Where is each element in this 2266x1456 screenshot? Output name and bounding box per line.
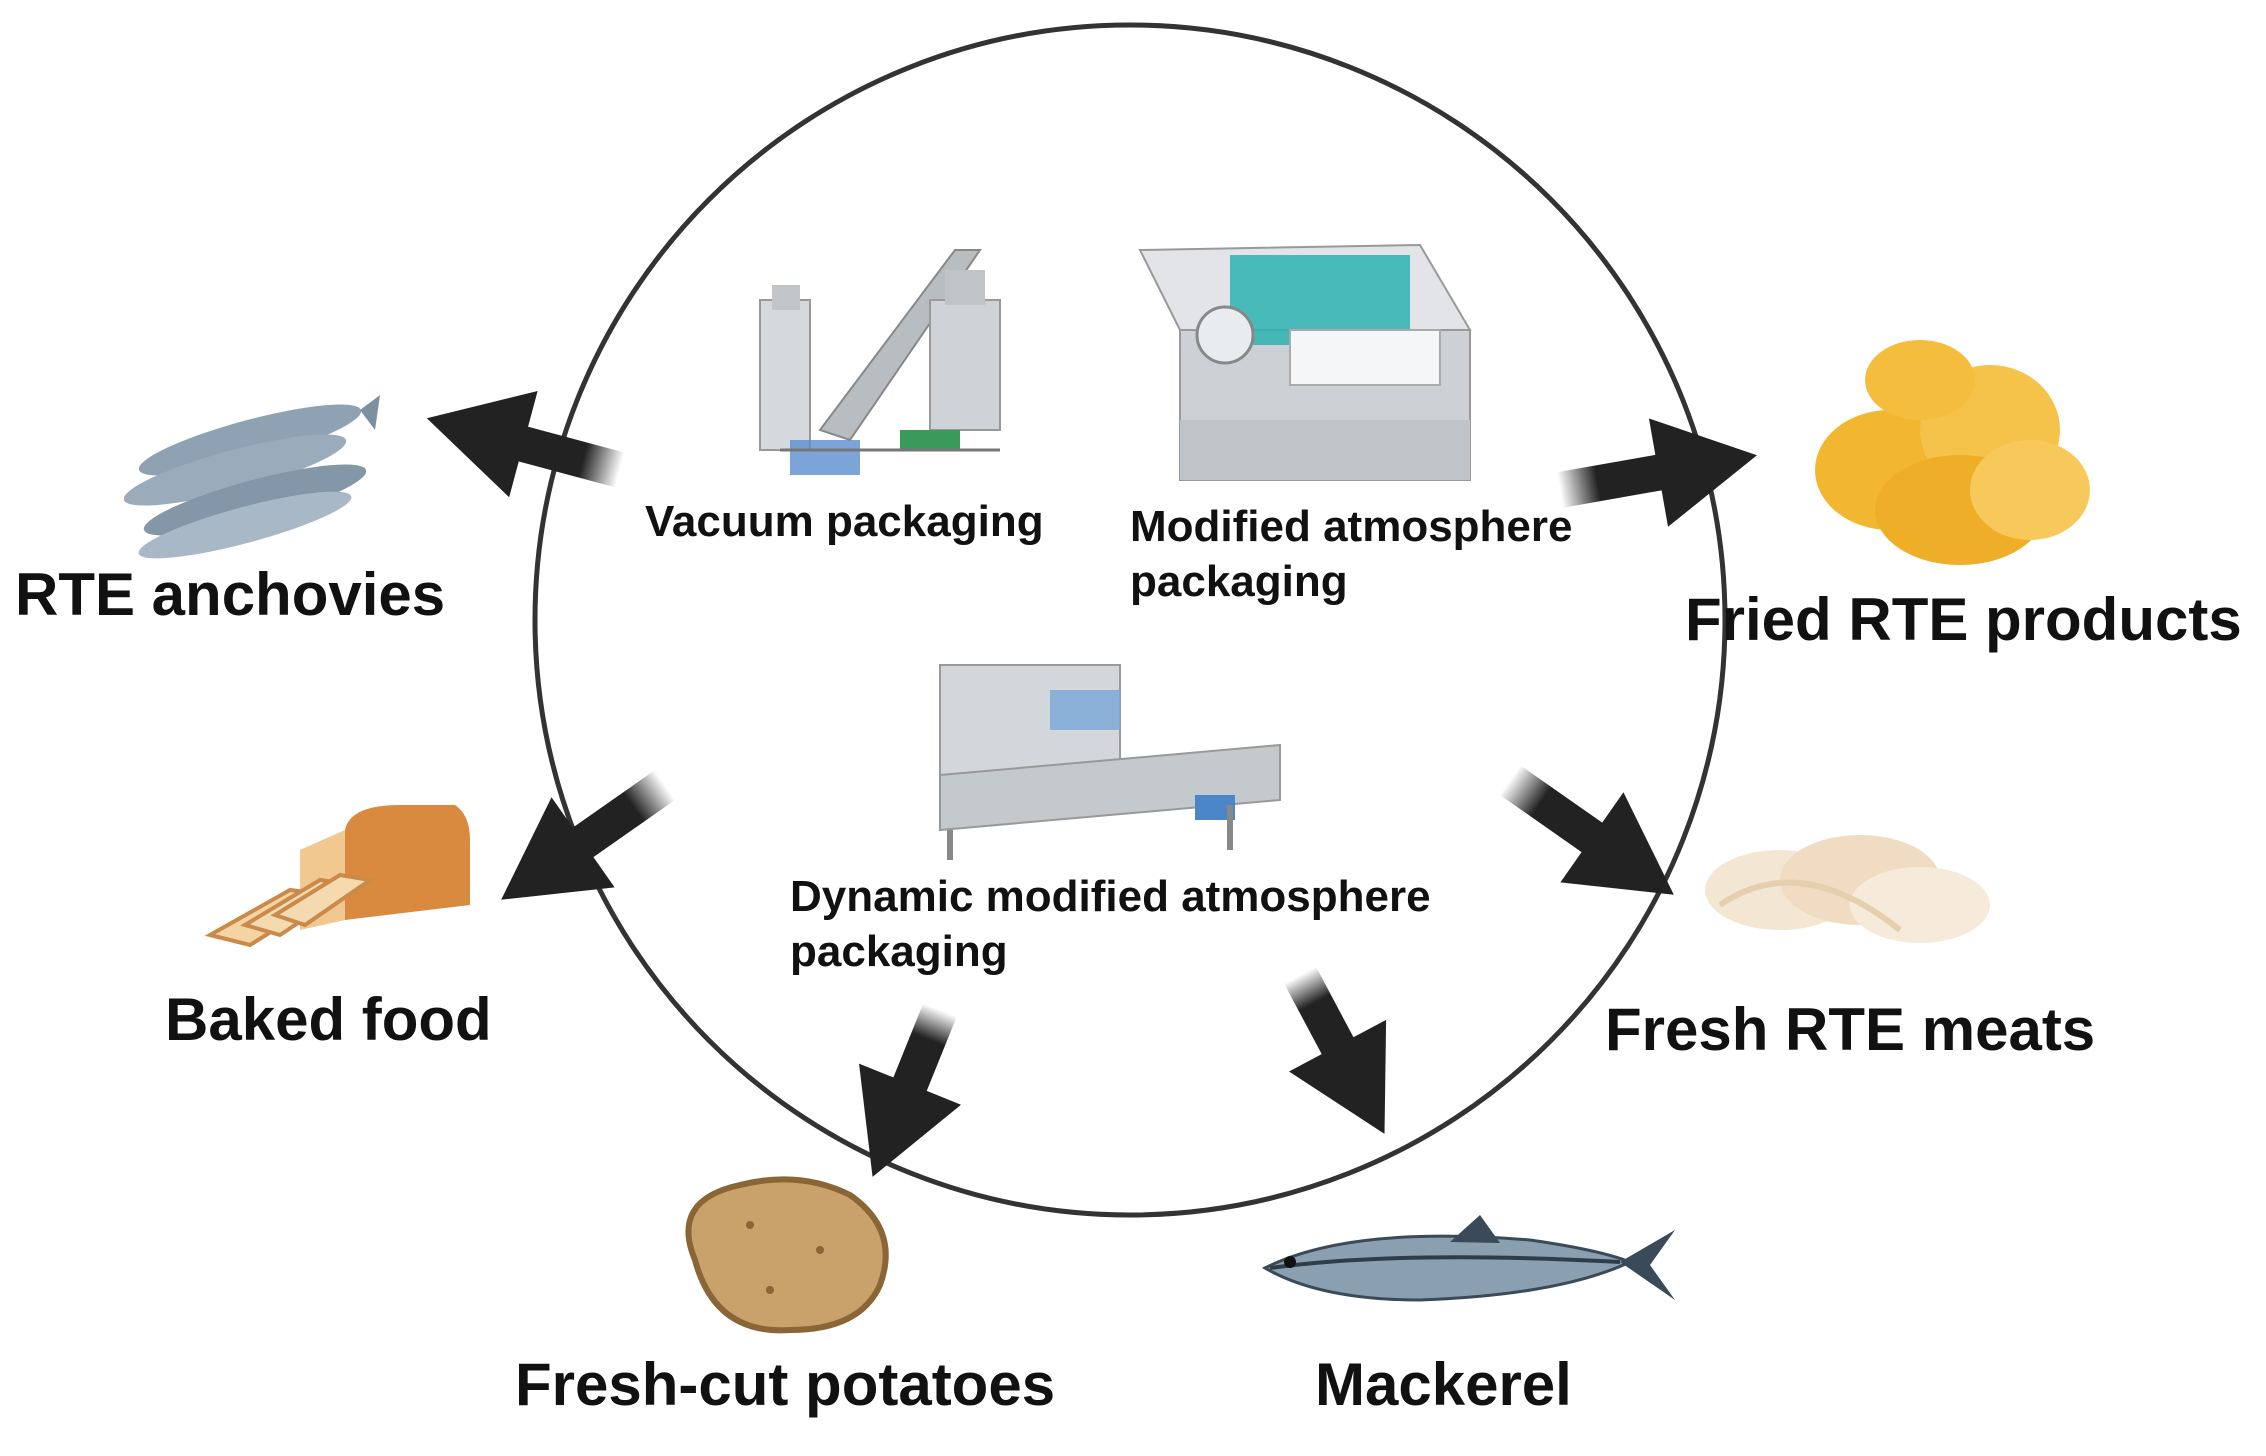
fresh-rte-meats-label: Fresh RTE meats: [1605, 996, 2096, 1063]
dmap-label-line1: Dynamic modified atmosphere: [790, 872, 1431, 921]
potato-icon: [685, 1176, 889, 1334]
rte-anchovies-label: RTE anchovies: [15, 561, 446, 628]
bread-loaf-icon: [204, 805, 470, 948]
map-label-line2: packaging: [1130, 557, 1348, 606]
arrow-to-anchovies: [426, 390, 625, 498]
arrow-to-meats: [1499, 765, 1674, 895]
arrow-to-potatoes: [859, 1003, 962, 1177]
potato-chips-icon: [1815, 340, 2090, 565]
meat-shreds-icon: [1705, 835, 1990, 943]
map-machine-icon: [1138, 243, 1472, 481]
fresh-cut-potatoes-label: Fresh-cut potatoes: [515, 1351, 1056, 1418]
vacuum-packaging-label: Vacuum packaging: [645, 497, 1044, 546]
dmap-machine-icon: [939, 664, 1281, 860]
baked-food-label: Baked food: [165, 986, 492, 1053]
arrow-to-baked: [501, 770, 676, 900]
fried-rte-products-label: Fried RTE products: [1685, 586, 2242, 653]
anchovies-icon: [123, 395, 380, 559]
center-circle: [532, 22, 1728, 1218]
mackerel-icon: [1261, 1215, 1675, 1302]
mackerel-label: Mackerel: [1315, 1351, 1572, 1418]
map-label-line1: Modified atmosphere: [1130, 502, 1573, 551]
arrow-to-mackerel: [1284, 966, 1387, 1134]
arrow-to-fried: [1556, 418, 1757, 527]
vacuum-packaging-machine-icon: [759, 249, 1001, 475]
dmap-label-line2: packaging: [790, 927, 1008, 976]
